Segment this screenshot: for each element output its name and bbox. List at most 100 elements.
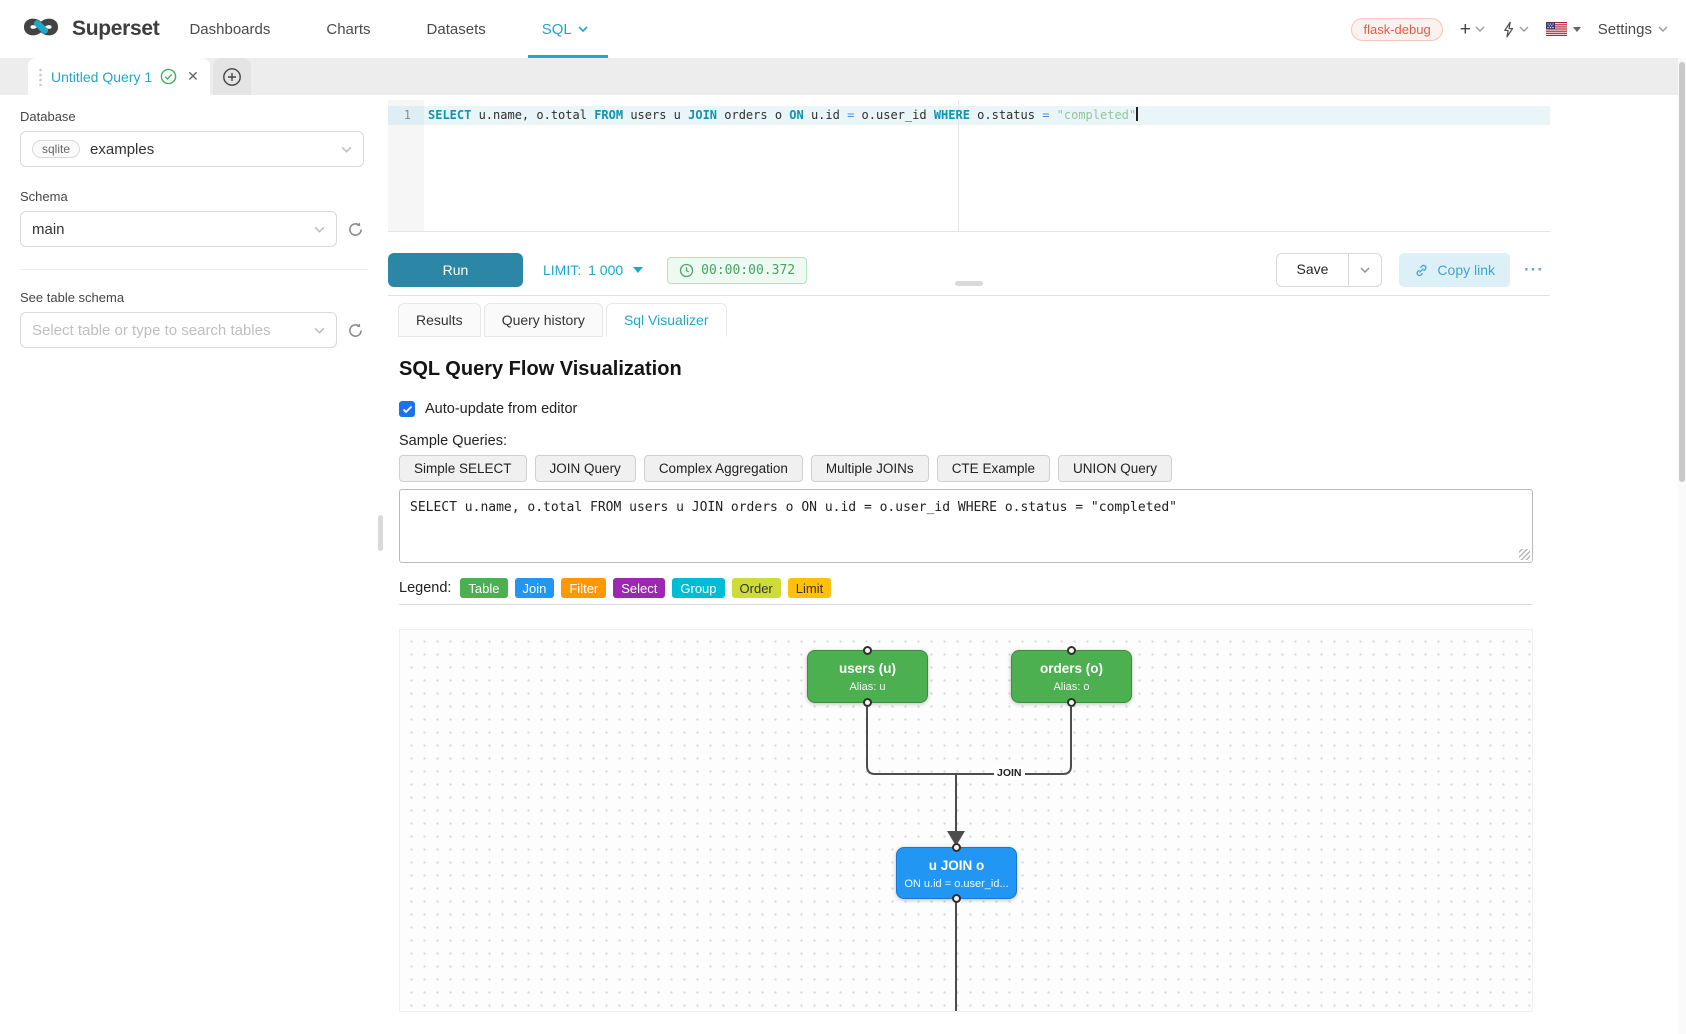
tab-results[interactable]: Results: [398, 303, 481, 337]
legend-divider: [399, 604, 1533, 605]
add-menu-button[interactable]: +: [1460, 20, 1485, 39]
us-flag-icon: [1545, 22, 1567, 36]
table-select-placeholder: Select table or type to search tables: [32, 321, 271, 339]
node-subtitle: Alias: o: [1053, 681, 1090, 693]
nav-item-charts[interactable]: Charts: [326, 0, 398, 58]
limit-dropdown[interactable]: LIMIT: 1 000: [543, 262, 644, 278]
tab-sql-visualizer[interactable]: Sql Visualizer: [605, 303, 727, 337]
text-cursor: [1136, 107, 1139, 121]
node-handle-bottom[interactable]: [863, 698, 872, 707]
add-query-tab-button[interactable]: [213, 58, 251, 95]
table-select[interactable]: Select table or type to search tables: [20, 312, 337, 348]
caret-down-icon: [1572, 26, 1581, 32]
chevron-down-icon: [314, 327, 325, 334]
refresh-schema-icon[interactable]: [347, 221, 364, 238]
sidebar-divider: [20, 269, 368, 270]
query-tab-title: Untitled Query 1: [51, 68, 153, 85]
clock-icon: [680, 263, 694, 277]
limit-label: LIMIT:: [543, 262, 582, 278]
database-label: Database: [20, 109, 76, 124]
queries-shortcut-button[interactable]: [1502, 21, 1529, 38]
chevron-down-icon: [1519, 26, 1529, 32]
language-picker[interactable]: [1545, 22, 1581, 36]
node-title: u JOIN o: [928, 858, 985, 873]
node-handle-bottom[interactable]: [952, 894, 961, 903]
sidebar-resize-handle[interactable]: [378, 515, 383, 551]
auto-update-checkbox[interactable]: [399, 401, 415, 417]
query-tab-active[interactable]: Untitled Query 1 ✕: [28, 58, 210, 95]
scrollbar-thumb[interactable]: [1679, 62, 1685, 482]
settings-label: Settings: [1597, 20, 1652, 38]
tab-query-history[interactable]: Query history: [483, 303, 603, 337]
caret-down-icon: [633, 267, 644, 273]
sample-query-simple-select[interactable]: Simple SELECT: [399, 455, 527, 482]
pane-resize-handle[interactable]: [955, 281, 983, 286]
settings-menu[interactable]: Settings: [1598, 21, 1668, 38]
node-subtitle: ON u.id = o.user_id...: [904, 878, 1009, 890]
save-button[interactable]: Save: [1296, 261, 1329, 277]
nav-item-sql[interactable]: SQL: [527, 0, 616, 58]
superset-logo[interactable]: Superset: [18, 14, 160, 45]
environment-tag: flask-debug: [1351, 17, 1443, 41]
node-subtitle: Alias: u: [849, 681, 886, 693]
sample-query-cte-example[interactable]: CTE Example: [936, 455, 1050, 482]
nav-item-datasets[interactable]: Datasets: [427, 0, 514, 58]
chevron-down-icon: [1475, 26, 1485, 32]
plus-icon: +: [1459, 18, 1471, 40]
copy-link-button[interactable]: Copy link: [1399, 253, 1511, 287]
sample-query-complex-aggregation[interactable]: Complex Aggregation: [643, 455, 803, 482]
chevron-down-icon: [578, 26, 588, 32]
table-schema-label: See table schema: [20, 290, 125, 305]
legend-chip-filter: Filter: [561, 578, 607, 598]
query-textarea[interactable]: SELECT u.name, o.total FROM users u JOIN…: [399, 489, 1533, 563]
nav-item-label: SQL: [541, 20, 572, 38]
nav-item-label: Dashboards: [189, 20, 271, 38]
node-handle-top[interactable]: [952, 843, 961, 852]
node-handle-bottom[interactable]: [1067, 698, 1076, 707]
legend-chip-group: Group: [672, 578, 725, 598]
page-scrollbar[interactable]: [1678, 58, 1686, 1034]
flow-node-orders[interactable]: orders (o)Alias: o: [1011, 646, 1132, 707]
flow-edges: [866, 707, 1072, 1011]
nav-items: Dashboards Charts Datasets SQL: [189, 0, 615, 58]
auto-update-label[interactable]: Auto-update from editor: [425, 401, 578, 417]
flow-node-users[interactable]: users (u)Alias: u: [807, 646, 928, 707]
node-handle-top[interactable]: [863, 646, 872, 655]
elapsed-time: 00:00:00.372: [701, 262, 796, 278]
query-tab-strip: Untitled Query 1 ✕: [0, 58, 1686, 95]
sample-query-multiple-joins[interactable]: Multiple JOINs: [810, 455, 929, 482]
sql-editor[interactable]: 1 SELECT u.name, o.total FROM users u JO…: [388, 100, 1550, 232]
sql-token: WHERE: [933, 108, 970, 122]
sample-query-union-query[interactable]: UNION Query: [1057, 455, 1172, 482]
plus-circle-icon: [223, 67, 241, 86]
legend-chip-limit: Limit: [787, 578, 832, 598]
drag-grip-icon: [39, 68, 42, 86]
top-navbar: Superset Dashboards Charts Datasets SQL fla…: [0, 0, 1686, 58]
run-button[interactable]: Run: [388, 253, 523, 287]
close-tab-icon[interactable]: ✕: [187, 68, 199, 84]
query-timer: 00:00:00.372: [667, 256, 808, 284]
query-textarea-wrap: SELECT u.name, o.total FROM users u JOIN…: [399, 489, 1533, 563]
flow-node-join[interactable]: u JOIN o ON u.id = o.user_id...: [896, 843, 1017, 903]
schema-value: main: [32, 220, 65, 238]
node-handle-top[interactable]: [1067, 646, 1076, 655]
nav-item-label: Datasets: [426, 20, 486, 38]
sample-query-buttons: Simple SELECT JOIN Query Complex Aggregati…: [399, 455, 1172, 482]
sql-token: ON: [789, 108, 804, 122]
sql-token: FROM: [594, 108, 624, 122]
chevron-down-icon: [1360, 267, 1370, 273]
legend-chip-select: Select: [613, 578, 666, 598]
legend-chip-order: Order: [731, 578, 781, 598]
sample-query-join-query[interactable]: JOIN Query: [534, 455, 636, 482]
sql-token: users u: [623, 108, 689, 122]
schema-select[interactable]: main: [20, 211, 337, 247]
nav-item-dashboards[interactable]: Dashboards: [189, 0, 298, 58]
database-select[interactable]: sqlite examples: [20, 131, 364, 167]
save-options-button[interactable]: [1348, 254, 1381, 286]
sql-token: SELECT: [428, 108, 472, 122]
refresh-tables-icon[interactable]: [347, 322, 364, 339]
legend-label: Legend:: [399, 580, 452, 596]
more-actions-button[interactable]: ···: [1524, 260, 1544, 279]
limit-value: 1 000: [588, 262, 624, 278]
